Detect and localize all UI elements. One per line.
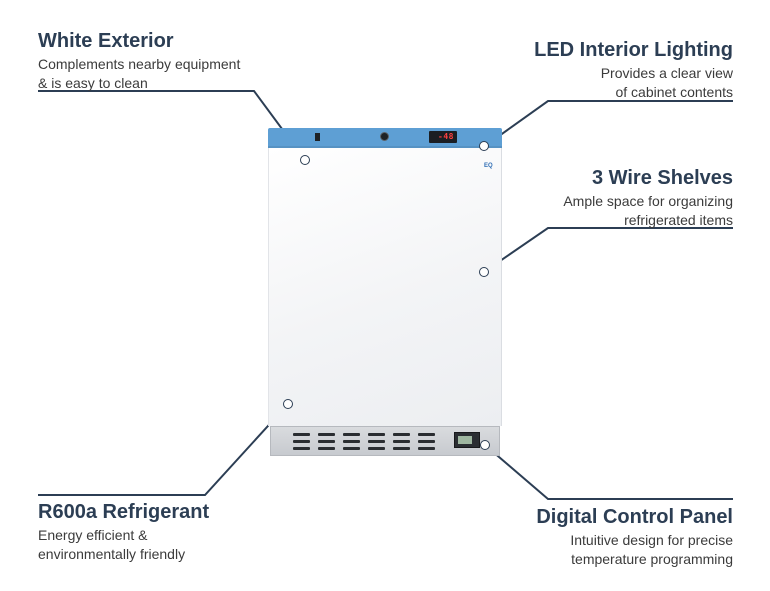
callout-refrigerant: R600a Refrigerant Energy efficient & env… <box>38 500 298 564</box>
leader-line-control-panel <box>484 444 733 500</box>
callout-title: Digital Control Panel <box>536 506 733 528</box>
callout-line: refrigerated items <box>624 212 733 228</box>
callout-dot-refrigerant <box>283 399 293 409</box>
callout-white-exterior: White Exterior Complements nearby equipm… <box>38 29 278 93</box>
vent-slot <box>393 440 410 443</box>
callout-dot-control-panel <box>480 440 490 450</box>
callout-line: of cabinet contents <box>615 84 733 100</box>
callout-dot-wire-shelves <box>479 267 489 277</box>
callout-line: Energy efficient & <box>38 527 148 543</box>
leader-line-white-exterior <box>38 90 306 161</box>
callout-led-lighting: LED Interior Lighting Provides a clear v… <box>493 38 733 102</box>
callout-dot-white-exterior <box>300 155 310 165</box>
door-lock-icon <box>380 132 389 141</box>
vent-slot <box>293 447 310 450</box>
vent-slot <box>318 440 335 443</box>
leader-line-wire-shelves <box>483 227 733 273</box>
vent-slot <box>368 433 385 436</box>
vent-slot <box>318 447 335 450</box>
leader-line-led-lighting <box>484 100 733 147</box>
vent-slot <box>293 433 310 436</box>
callout-line: temperature programming <box>571 551 733 567</box>
vent-slot <box>368 440 385 443</box>
callout-line: Intuitive design for precise <box>570 532 733 548</box>
vent-slot <box>418 433 435 436</box>
callout-title: R600a Refrigerant <box>38 501 210 523</box>
fridge-door <box>268 148 502 426</box>
vent-slot <box>418 447 435 450</box>
power-switch-icon <box>315 133 320 141</box>
callout-title: 3 Wire Shelves <box>591 167 733 189</box>
temperature-readout: -48 <box>438 132 454 141</box>
brand-badge: EQ <box>484 163 493 169</box>
callout-description: Energy efficient & environmentally frien… <box>38 526 298 564</box>
callout-description: Ample space for organizing refrigerated … <box>493 192 733 230</box>
vent-slot <box>343 433 360 436</box>
digital-control-panel <box>454 432 480 448</box>
callout-control-panel: Digital Control Panel Intuitive design f… <box>473 505 733 569</box>
callout-dot-led-lighting <box>479 141 489 151</box>
vent-slot <box>418 440 435 443</box>
callout-description: Intuitive design for precise temperature… <box>473 531 733 569</box>
vent-slot <box>293 440 310 443</box>
vent-slot <box>368 447 385 450</box>
control-panel-screen <box>458 436 472 444</box>
vent-slot <box>343 447 360 450</box>
callout-line: Ample space for organizing <box>563 193 733 209</box>
temperature-display: -48 <box>429 131 457 143</box>
vent-slot <box>393 433 410 436</box>
vent-slot <box>318 433 335 436</box>
vent-slot <box>393 447 410 450</box>
callout-wire-shelves: 3 Wire Shelves Ample space for organizin… <box>493 166 733 230</box>
callout-line: Complements nearby equipment <box>38 56 241 72</box>
callout-description: Complements nearby equipment & is easy t… <box>38 55 278 93</box>
callout-title: White Exterior <box>38 30 174 52</box>
callout-line: environmentally friendly <box>38 546 186 562</box>
callout-line: & is easy to clean <box>38 75 148 91</box>
leader-line-refrigerant <box>38 403 289 496</box>
callout-title: LED Interior Lighting <box>534 39 733 61</box>
callout-line: Provides a clear view <box>600 65 733 81</box>
callout-description: Provides a clear view of cabinet content… <box>493 64 733 102</box>
vent-slot <box>343 440 360 443</box>
